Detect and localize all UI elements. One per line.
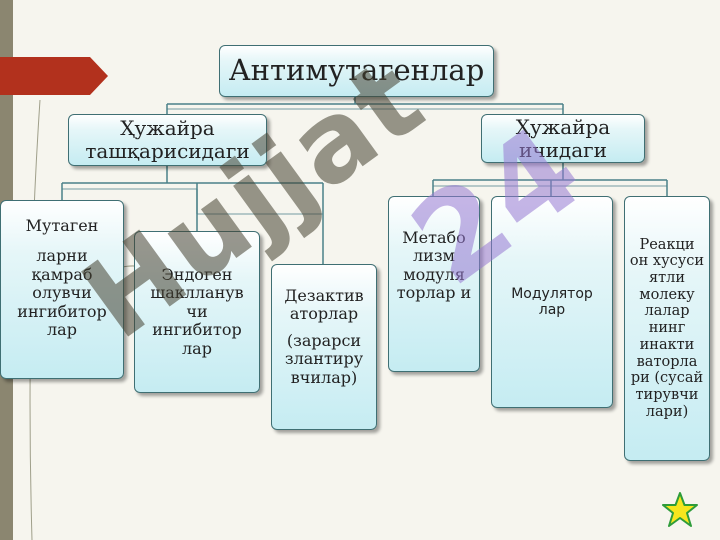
node-dezaktiv-line2: (зарарси злантиру вчилар) — [284, 330, 364, 387]
node-inside-cell-line2: ичидаги — [519, 137, 607, 162]
node-metabolism-text: Метабо лизм модуля торлар и — [396, 228, 472, 303]
root-node-label: Антимутагенлар — [228, 53, 485, 88]
node-dezaktiv-line1: Дезактив аторлар — [284, 286, 364, 324]
node-endogen-text: Эндоген шаклланув чи ингибитор лар — [150, 265, 244, 358]
node-reactive-molecule-inactivators: Реакци он хусуси ятли молеку лалар нинг … — [624, 196, 710, 461]
title-ribbon — [0, 57, 108, 95]
node-modulators: Модулятор лар — [491, 196, 613, 408]
node-metabolism-modulators: Метабо лизм модуля торлар и — [388, 196, 480, 372]
root-node-antimutagens: Антимутагенлар — [219, 45, 494, 97]
star-icon[interactable] — [662, 492, 698, 528]
node-repair-text: Реакци он хусуси ятли молеку лалар нинг … — [629, 236, 705, 420]
node-mutagen-line1: Мутаген — [25, 216, 99, 235]
node-outside-cell-line1: Ҳужайра — [120, 116, 215, 140]
node-endogenous-inhibitors: Эндоген шаклланув чи ингибитор лар — [134, 231, 260, 393]
node-inside-cell: Ҳужайра ичидаги — [481, 114, 645, 163]
node-inside-cell-line1: Ҳужайра — [515, 114, 611, 139]
node-deactivators: Дезактив аторлар (зарарси злантиру вчила… — [271, 264, 377, 430]
node-modulator-text: Модулятор лар — [511, 285, 593, 318]
node-outside-cell: Ҳужайра ташқарисидаги — [68, 114, 267, 166]
node-mutagen-binding-inhibitors: Мутаген ларни қамраб олувчи ингибитор ла… — [0, 200, 124, 379]
node-outside-cell-line2: ташқарисидаги — [85, 139, 250, 163]
node-mutagen-line2: ларни қамраб олувчи ингибитор лар — [17, 246, 107, 339]
